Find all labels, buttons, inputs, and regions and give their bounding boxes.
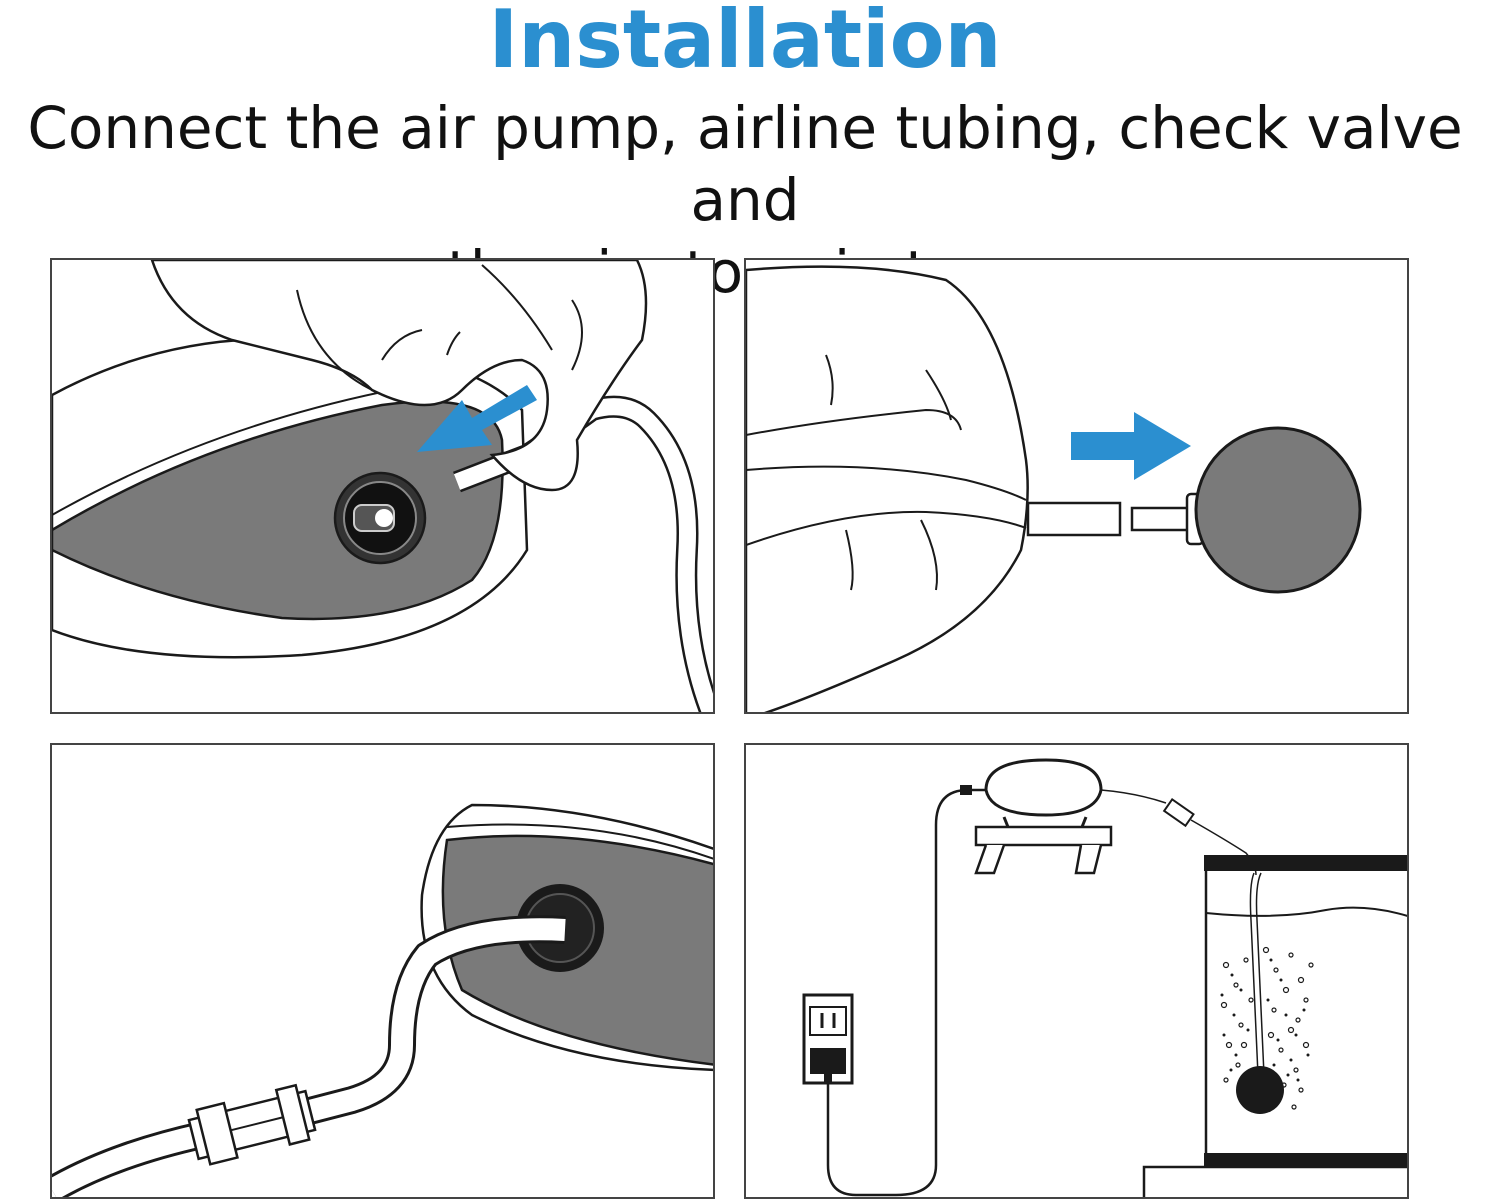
step-3-panel	[50, 743, 715, 1199]
page-title: Installation	[488, 0, 1002, 86]
step-2-panel	[744, 258, 1409, 714]
step-1-panel	[50, 258, 715, 714]
pump-with-tube-and-check-valve-icon	[52, 803, 713, 1197]
subtitle-line-1: Connect the air pump, airline tubing, ch…	[27, 94, 1463, 234]
hand-inserting-tube-into-pump-icon	[52, 260, 713, 712]
hand-attaching-tube-to-air-stone-icon	[746, 265, 1362, 712]
step-4-panel	[744, 743, 1409, 1199]
aquarium-setup-with-outlet-icon	[802, 758, 1407, 1197]
